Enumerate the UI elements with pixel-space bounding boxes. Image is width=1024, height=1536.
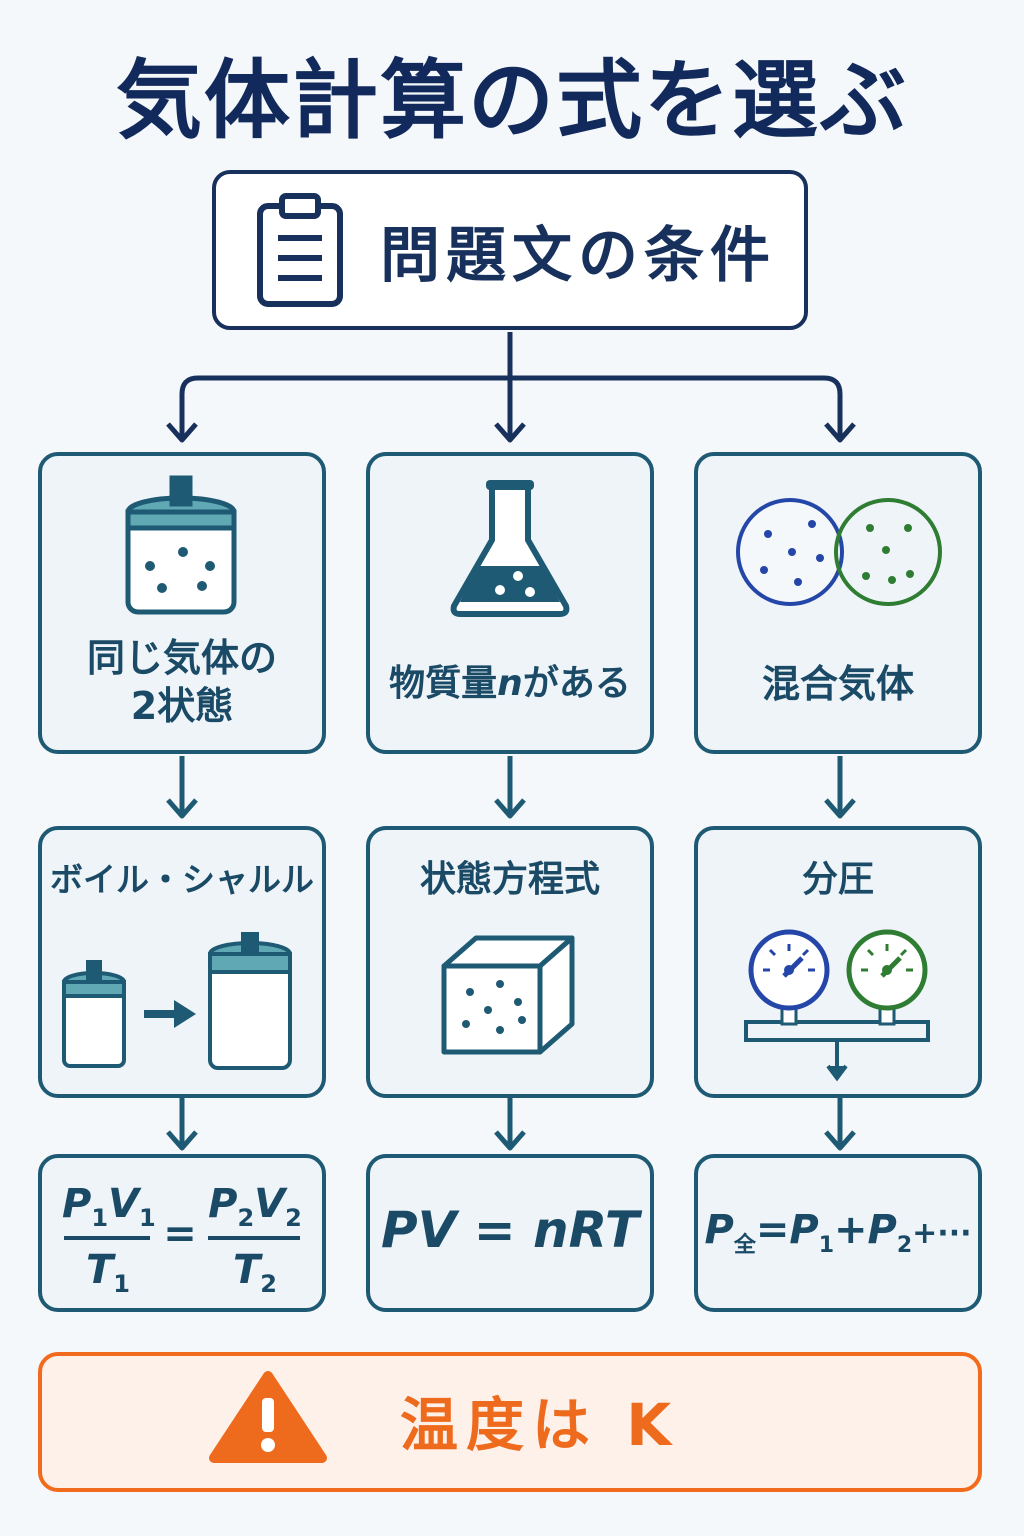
formula1-sub-v2: 2 — [285, 1204, 302, 1232]
condition-box-mixture — [694, 452, 982, 754]
formula2-state-equation: PV = nRT — [380, 1201, 639, 1259]
branch-connector — [166, 332, 856, 443]
method-label-boyle-charles: ボイル・シャルル — [50, 860, 314, 899]
formula-box-state-equation — [366, 1154, 654, 1312]
row-arrows — [166, 756, 856, 1151]
formula1-p1: P — [62, 1181, 92, 1227]
method-label-partial-pressure: 分圧 — [801, 859, 874, 900]
condition-label-moles-text: 物質量 — [389, 663, 498, 704]
formula1-sub-t2: 2 — [260, 1270, 277, 1298]
formula1-t1: T — [86, 1247, 114, 1293]
formula1-v2: V — [254, 1181, 286, 1227]
condition-header-label: 問題文の条件 — [380, 221, 776, 291]
formula3-equals: = — [755, 1207, 790, 1253]
formula1-v1: V — [108, 1181, 139, 1227]
condition-label-line1: 同じ気体の — [86, 636, 277, 680]
formula1-p2: P — [208, 1181, 238, 1227]
formula3-sub2: 2 — [896, 1233, 913, 1258]
formula1-denominator-left: T1 — [62, 1246, 154, 1308]
condition-label-line2: 2状態 — [130, 684, 234, 728]
gas-cube-icon — [441, 935, 575, 1055]
condition-label-moles: 物質量nがある — [366, 660, 654, 708]
formula3-sub1: 1 — [818, 1233, 834, 1258]
formula1-sub-p1: 1 — [91, 1204, 109, 1232]
formula3-p1: P — [789, 1207, 819, 1253]
cylinder-expansion-icon — [62, 932, 292, 1070]
condition-label-mixture: 混合気体 — [761, 662, 914, 706]
formula-box-partial-pressure — [694, 1154, 982, 1312]
formula1-t2: T — [233, 1247, 261, 1293]
formula3-p2: P — [867, 1207, 897, 1253]
formula1-sub-v1: 1 — [139, 1204, 156, 1232]
condition-label-moles-tail: がある — [522, 663, 631, 704]
warning-box — [38, 1352, 982, 1492]
mixed-gas-circles-icon — [736, 498, 942, 606]
formula1-numerator-left: P1V1 — [62, 1180, 156, 1242]
warning-text: 温度は K — [400, 1391, 680, 1459]
method-label-state-equation: 状態方程式 — [419, 859, 600, 900]
formula-box-boyle-charles — [38, 1154, 326, 1312]
formula3-sub-total: 全 — [733, 1233, 756, 1258]
formula1-denominator-right: T2 — [206, 1246, 304, 1308]
page-title: 気体計算の式を選ぶ — [116, 51, 908, 151]
formula1-sub-p2: 2 — [237, 1204, 255, 1232]
formula3-tail: +··· — [912, 1216, 972, 1251]
formula3-partial-pressure: P全=P1+P2+··· — [694, 1204, 982, 1272]
condition-label-same-gas: 同じ気体の 2状態 — [38, 634, 326, 730]
formula3-p-total: P — [704, 1207, 734, 1253]
flask-icon — [450, 480, 570, 617]
pressure-gauges-icon — [744, 929, 930, 1082]
gas-cylinder-icon — [125, 475, 237, 615]
formula1-sub-t1: 1 — [113, 1270, 130, 1298]
formula1-numerator-right: P2V2 — [206, 1180, 304, 1242]
condition-label-moles-n: n — [497, 663, 523, 704]
formula3-plus: + — [834, 1207, 868, 1253]
clipboard-icon — [257, 193, 343, 307]
formula1-equals: = — [163, 1211, 197, 1257]
